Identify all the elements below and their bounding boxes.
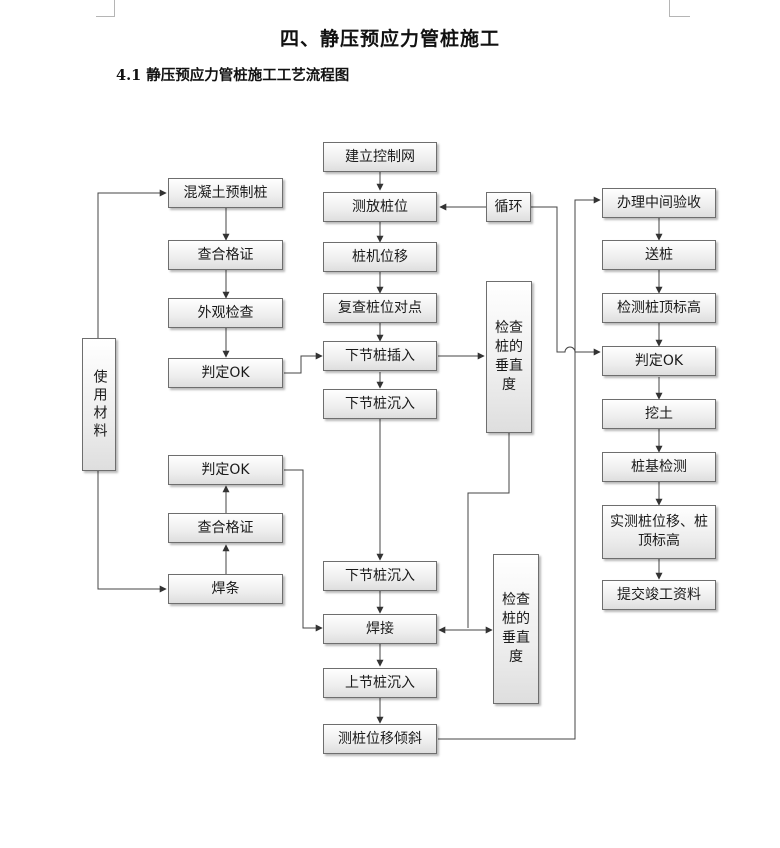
top-elevation-box: 检测桩顶标高: [602, 293, 716, 323]
top-elevation-label: 检测桩顶标高: [617, 299, 701, 316]
pile-machine-move-label: 桩机位移: [352, 248, 408, 265]
upper-pile-sink-label: 上节桩沉入: [345, 674, 415, 691]
judge-ok-label-3: 判定OK: [634, 352, 684, 369]
judge-ok-label-2: 判定OK: [201, 461, 250, 478]
lower-pile-sink-box-2: 下节桩沉入: [323, 561, 437, 591]
excavation-label: 挖土: [645, 405, 673, 422]
lower-pile-sink-label-1: 下节桩沉入: [345, 395, 415, 412]
judge-ok-label-1: 判定OK: [201, 364, 250, 381]
vertical-check-box-2: 检查桩的垂直度: [493, 554, 539, 704]
certificate-check-box-2: 查合格证: [168, 513, 283, 543]
pile-machine-move-box: 桩机位移: [323, 242, 437, 272]
lower-pile-sink-label-2: 下节桩沉入: [345, 567, 415, 584]
measured-position-box: 实测桩位移、桩顶标高: [602, 505, 716, 559]
judge-ok-box-1: 判定OK: [168, 358, 283, 388]
certificate-check-label: 查合格证: [197, 246, 254, 263]
submit-documents-label: 提交竣工资料: [617, 586, 701, 603]
concrete-pile-box: 混凝土预制桩: [168, 178, 283, 208]
judge-ok-box-2: 判定OK: [168, 455, 283, 485]
arrow-judge-to-welding: [284, 469, 323, 632]
vertical-check-label-1: 检查桩的垂直度: [495, 320, 523, 393]
interim-acceptance-box: 办理中间验收: [602, 188, 716, 218]
page-corner-mark-right: [669, 0, 690, 17]
measure-displacement-label: 测桩位移倾斜: [338, 730, 422, 747]
excavation-box: 挖土: [602, 399, 716, 429]
electrode-label: 焊条: [211, 580, 240, 597]
appearance-check-label: 外观检查: [197, 304, 254, 321]
page-title: 四、静压预应力管桩施工: [279, 28, 500, 50]
recheck-position-box: 复查桩位对点: [323, 293, 437, 323]
page-corner-mark-left: [96, 0, 115, 17]
arrow-vertical-check-to-welding: [467, 433, 510, 628]
recheck-position-label: 复查桩位对点: [338, 299, 422, 316]
control-network-box: 建立控制网: [323, 142, 437, 172]
pile-layout-box: 测放桩位: [323, 192, 437, 222]
loop-label: 循环: [494, 198, 523, 215]
measured-position-label: 实测桩位移、桩顶标高: [610, 514, 708, 549]
appearance-check-box: 外观检查: [168, 298, 283, 328]
submit-documents-box: 提交竣工资料: [602, 580, 716, 610]
lower-pile-sink-box-1: 下节桩沉入: [323, 389, 437, 419]
certificate-check-label-2: 查合格证: [197, 519, 254, 536]
foundation-test-label: 桩基检测: [631, 458, 687, 475]
section-heading: 4.1 静压预应力管桩施工工艺流程图: [116, 67, 350, 84]
arrow-measure-to-acceptance: [438, 196, 601, 740]
vertical-check-box-1: 检查桩的垂直度: [486, 281, 532, 433]
control-network-label: 建立控制网: [345, 148, 415, 165]
arrow-judge-to-lower-insert: [284, 352, 323, 374]
arrow-materials-to-concrete: [97, 189, 167, 338]
welding-label: 焊接: [366, 620, 394, 637]
send-pile-box: 送桩: [602, 240, 716, 270]
foundation-test-box: 桩基检测: [602, 452, 716, 482]
materials-label: 使用材料: [91, 368, 108, 441]
concrete-pile-label: 混凝土预制桩: [183, 184, 268, 201]
loop-box: 循环: [486, 192, 531, 222]
line-loop-return: [531, 206, 601, 356]
arrow-materials-to-electrode: [97, 471, 167, 593]
judge-ok-box-3: 判定OK: [602, 346, 716, 376]
certificate-check-box: 查合格证: [168, 240, 283, 270]
measure-displacement-box: 测桩位移倾斜: [323, 724, 437, 754]
lower-pile-insert-label: 下节桩插入: [345, 347, 415, 364]
electrode-box: 焊条: [168, 574, 283, 604]
send-pile-label: 送桩: [645, 246, 673, 263]
pile-layout-label: 测放桩位: [352, 198, 408, 215]
lower-pile-insert-box: 下节桩插入: [323, 341, 437, 371]
materials-box: 使用材料: [82, 338, 116, 471]
vertical-check-label-2: 检查桩的垂直度: [502, 592, 530, 665]
interim-acceptance-label: 办理中间验收: [617, 194, 701, 211]
welding-box: 焊接: [323, 614, 437, 644]
upper-pile-sink-box: 上节桩沉入: [323, 668, 437, 698]
